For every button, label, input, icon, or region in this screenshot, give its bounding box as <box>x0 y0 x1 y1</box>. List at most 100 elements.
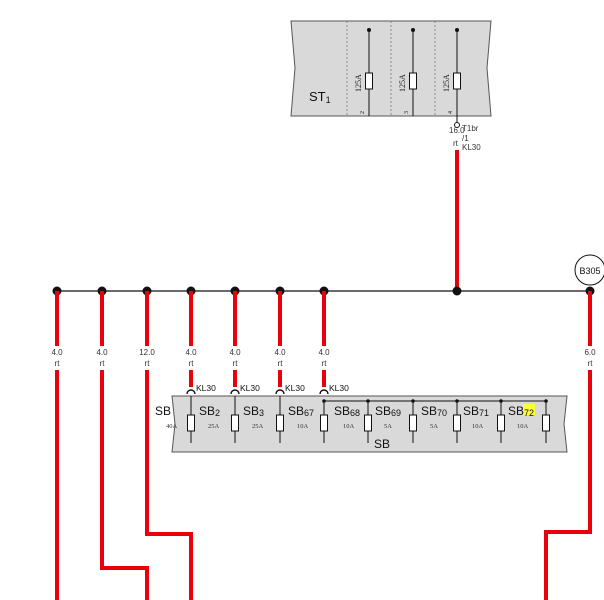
fuse-name: SB72 <box>508 404 534 418</box>
highlight-marker <box>523 404 535 415</box>
drop-2[interactable]: 4.0 rt <box>96 286 149 600</box>
fuse-rating: 25A <box>208 423 220 430</box>
wire-size-label: 16.0 <box>449 126 465 135</box>
feed-terminal <box>454 122 460 128</box>
fuse-body <box>453 414 461 432</box>
wire-size-label: 4.0 <box>274 348 286 357</box>
st1-label: ST1 <box>309 89 331 105</box>
wire-color-label: rt <box>322 359 328 368</box>
kl30-label: KL30 <box>285 383 305 393</box>
sb-box-label: SB <box>374 437 390 451</box>
sb-fuse[interactable] <box>453 399 461 443</box>
fuse-pin: 2 <box>360 111 366 114</box>
b305-label: B305 <box>579 266 600 276</box>
fuse-contact <box>411 399 415 403</box>
fuse-name: SB68 <box>334 404 360 418</box>
st1-fuse-box[interactable]: ST1 125A 2 125A 3 125A 4 <box>290 20 492 117</box>
fuse-rating: 10A <box>472 423 484 430</box>
drop-1[interactable]: 4.0 rt <box>51 286 63 600</box>
kl30-label: KL30 <box>196 383 216 393</box>
sb-fuse[interactable] <box>320 399 328 443</box>
wire-color-label: rt <box>453 139 459 148</box>
wire-color-label: rt <box>588 359 594 368</box>
fuse-name: SB3 <box>243 404 264 418</box>
fuse-pin: 4 <box>448 111 454 114</box>
fuse-rating: 125A <box>442 74 451 92</box>
fuse-rating: 10A <box>297 423 309 430</box>
fuse-body <box>409 414 417 432</box>
fuse-body <box>409 72 417 90</box>
fuse-body <box>453 72 461 90</box>
fuse-body <box>364 414 372 432</box>
st1-fuse-2[interactable]: 125A 2 <box>354 28 373 116</box>
wire-size-label: 4.0 <box>51 348 63 357</box>
fuse-contact <box>455 399 459 403</box>
wire-size-label: 4.0 <box>96 348 108 357</box>
fuse-name: SB69 <box>375 404 401 418</box>
wire-color-label: rt <box>145 359 151 368</box>
terminal-arc <box>230 389 240 395</box>
fuse-body <box>497 414 505 432</box>
st1-fuse-3[interactable]: 125A 3 <box>398 28 417 116</box>
fuse-name: SB70 <box>421 404 447 418</box>
fuse-rating: 5A <box>384 423 392 430</box>
fuse-name: SB67 <box>288 404 314 418</box>
fuse-contact <box>499 399 503 403</box>
drop-7[interactable]: 4.0 rt <box>318 286 330 388</box>
terminal-label: T1br <box>462 124 479 133</box>
kl30-terminal: KL30 <box>275 383 305 395</box>
fuse-body <box>320 414 328 432</box>
fuse-rating: 125A <box>398 74 407 92</box>
fuse-body <box>231 414 239 432</box>
drop-wire <box>100 370 149 600</box>
drop-5[interactable]: 4.0 rt <box>229 286 241 388</box>
fuse-body <box>365 72 373 90</box>
drop-3[interactable]: 12.0 rt <box>139 286 193 600</box>
fuse-pin: 3 <box>404 111 410 114</box>
fuse-rating: 5A <box>430 423 438 430</box>
wire-color-label: rt <box>233 359 239 368</box>
sb-fuse[interactable] <box>497 399 505 443</box>
wire-size-label: 4.0 <box>185 348 197 357</box>
terminal-label: /1 <box>462 134 469 143</box>
wire-size-label: 4.0 <box>229 348 241 357</box>
sb-fuse[interactable] <box>542 399 550 443</box>
wire-color-label: rt <box>55 359 61 368</box>
fuse-rating: 40A <box>166 423 178 430</box>
fuse-contact <box>544 399 548 403</box>
fuse-name: SB2 <box>199 404 220 418</box>
kl30-terminal: KL30 <box>319 383 349 395</box>
wire-size-label: 4.0 <box>318 348 330 357</box>
sb-fuse[interactable] <box>187 396 195 443</box>
b305-connector[interactable]: B305 6.0 rt <box>544 254 604 600</box>
sb-fuse[interactable] <box>409 399 417 443</box>
terminal-arc <box>186 389 196 395</box>
drop-wire <box>145 370 193 600</box>
wire-size-label: 12.0 <box>139 348 155 357</box>
st1-box-body <box>290 20 492 117</box>
b305-circle <box>574 254 604 286</box>
fuse-contact <box>322 399 326 403</box>
fuse-rating: 125A <box>354 74 363 92</box>
drop-4[interactable]: 4.0 rt <box>185 286 197 388</box>
sb-fuses: 40A SB2 25A SB3 25A SB67 10A SB68 10A SB69 5A SB70 5… <box>166 396 550 443</box>
terminal-label: KL30 <box>462 143 481 152</box>
terminal-arc <box>275 389 285 395</box>
fuse-body <box>542 414 550 432</box>
main-feed[interactable]: 16.0 rt T1br /1 KL30 <box>449 116 481 291</box>
sb-side-label: SB <box>155 404 171 418</box>
drop-6[interactable]: 4.0 rt <box>274 286 286 388</box>
wire-size-label: 6.0 <box>584 348 596 357</box>
fuse-body <box>187 414 195 432</box>
terminal-arc <box>319 389 329 395</box>
fuse-rating: 10A <box>517 423 529 430</box>
wire-color-label: rt <box>100 359 106 368</box>
wire-color-label: rt <box>278 359 284 368</box>
sb-fuse[interactable] <box>364 399 372 443</box>
fuse-rating: 10A <box>343 423 355 430</box>
sb-fuse[interactable] <box>231 396 239 443</box>
st1-fuse-4[interactable]: 125A 4 <box>442 28 461 116</box>
fuse-rating: 25A <box>252 423 264 430</box>
sb-fuse[interactable] <box>276 396 284 443</box>
